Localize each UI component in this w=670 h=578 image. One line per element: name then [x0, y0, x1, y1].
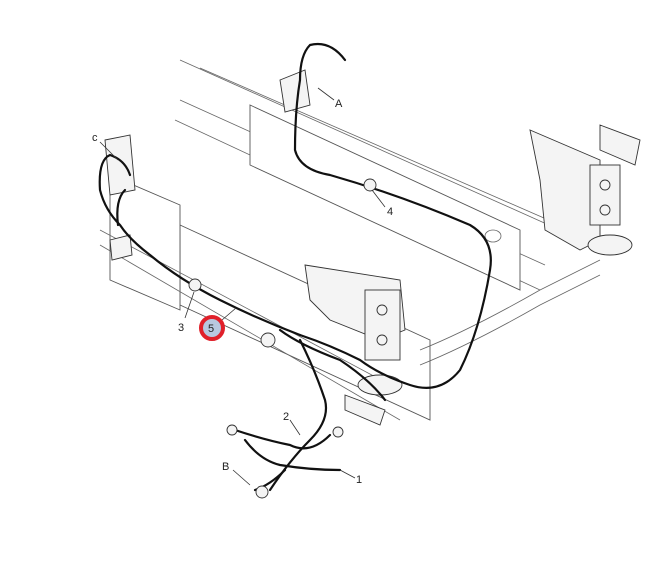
callout-4: 4: [387, 206, 393, 218]
bracket-c: [104, 134, 136, 261]
callout-1: 1: [356, 474, 362, 486]
frame-rails: [99, 59, 601, 421]
suspension-bracket-front: [304, 264, 406, 426]
callout-b: B: [222, 461, 229, 473]
bracket-a: [279, 69, 311, 113]
callout-c: c: [92, 132, 98, 144]
suspension-bracket-rear: [529, 124, 641, 256]
callout-5-highlighted[interactable]: 5: [199, 315, 225, 341]
callout-a: A: [335, 98, 343, 110]
wiring-harness: [98, 42, 492, 499]
callout-3: 3: [178, 322, 184, 334]
leader-lines: [99, 87, 386, 486]
callout-2: 2: [283, 411, 289, 423]
callout-5: 5: [208, 323, 214, 335]
